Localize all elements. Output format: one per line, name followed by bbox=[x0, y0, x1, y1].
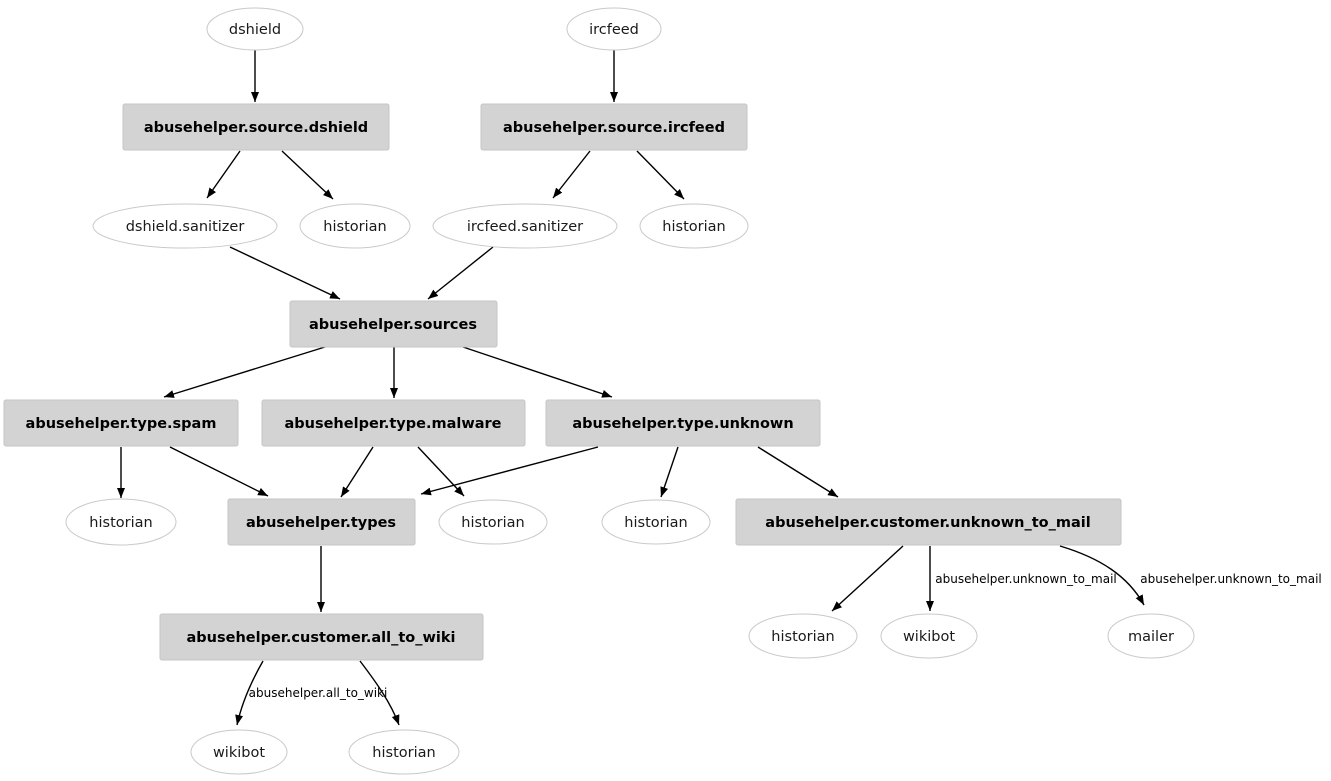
edge-type-spam-to-types bbox=[169, 446, 269, 497]
node-label: historian bbox=[624, 515, 687, 531]
edge-dshield-sanitizer-to-sources bbox=[229, 246, 341, 300]
node-historian-3: historian bbox=[65, 498, 177, 546]
node-wikibot-1: wikibot bbox=[880, 613, 978, 659]
node-label: historian bbox=[89, 515, 152, 531]
node-ircfeed: ircfeed bbox=[566, 7, 662, 51]
edge-source-ircfeed-to-ircfeed-sanitizer bbox=[552, 150, 591, 199]
node-label: abusehelper.type.spam bbox=[26, 416, 217, 432]
node-label: abusehelper.source.dshield bbox=[144, 120, 368, 136]
node-type-unknown: abusehelper.type.unknown bbox=[545, 399, 821, 447]
node-customer-all-to-wiki: abusehelper.customer.all_to_wiki bbox=[159, 613, 484, 661]
node-sources: abusehelper.sources bbox=[289, 300, 498, 348]
node-historian-6: historian bbox=[748, 613, 858, 659]
node-type-malware: abusehelper.type.malware bbox=[261, 399, 526, 447]
node-ircfeed-sanitizer: ircfeed.sanitizer bbox=[432, 203, 618, 249]
node-label: dshield.sanitizer bbox=[126, 219, 245, 235]
node-label: wikibot bbox=[903, 629, 955, 645]
node-historian-2: historian bbox=[639, 203, 749, 249]
edge-unknown-to-mail-to-historian bbox=[831, 545, 904, 612]
node-label: abusehelper.type.malware bbox=[284, 416, 501, 432]
edge-source-ircfeed-to-historian bbox=[636, 150, 685, 200]
node-historian-7: historian bbox=[348, 729, 460, 775]
node-type-spam: abusehelper.type.spam bbox=[3, 399, 239, 447]
edge-type-malware-to-historian bbox=[417, 446, 465, 497]
edge-type-malware-to-types bbox=[340, 446, 374, 498]
node-source-dshield: abusehelper.source.dshield bbox=[122, 103, 390, 151]
node-label: abusehelper.source.ircfeed bbox=[503, 120, 725, 136]
node-label: abusehelper.type.unknown bbox=[572, 416, 793, 432]
node-dshield-sanitizer: dshield.sanitizer bbox=[92, 203, 278, 249]
node-label: ircfeed.sanitizer bbox=[467, 219, 583, 235]
node-label: mailer bbox=[1128, 629, 1174, 645]
edge-all-to-wiki-to-historian bbox=[359, 660, 400, 726]
node-label: abusehelper.sources bbox=[309, 317, 477, 333]
node-historian-4: historian bbox=[438, 499, 548, 545]
node-label: ircfeed bbox=[589, 22, 639, 38]
node-label: historian bbox=[771, 629, 834, 645]
edge-sources-to-type-spam bbox=[163, 346, 326, 398]
edge-label-all-to-wiki: abusehelper.all_to_wiki bbox=[249, 686, 388, 700]
node-wikibot-2: wikibot bbox=[190, 729, 288, 775]
edge-type-unknown-to-historian bbox=[660, 446, 679, 498]
node-historian-1: historian bbox=[299, 203, 411, 249]
edge-source-dshield-to-historian bbox=[281, 150, 334, 200]
node-label: abusehelper.customer.unknown_to_mail bbox=[765, 515, 1090, 531]
edge-label-unknown-to-mail-1: abusehelper.unknown_to_mail bbox=[935, 572, 1116, 586]
node-label: historian bbox=[323, 219, 386, 235]
edge-type-unknown-to-unknown-to-mail bbox=[757, 446, 839, 498]
edge-type-unknown-to-types bbox=[420, 446, 599, 496]
edge-source-dshield-to-dshield-sanitizer bbox=[206, 150, 241, 199]
node-label: wikibot bbox=[213, 745, 265, 761]
node-mailer: mailer bbox=[1107, 613, 1195, 659]
node-source-ircfeed: abusehelper.source.ircfeed bbox=[480, 103, 748, 151]
edge-group bbox=[117, 50, 1145, 726]
node-label: historian bbox=[461, 515, 524, 531]
edge-label-unknown-to-mail-2: abusehelper.unknown_to_mail bbox=[1140, 572, 1321, 586]
node-historian-5: historian bbox=[601, 499, 711, 545]
node-label: historian bbox=[662, 219, 725, 235]
node-label: abusehelper.customer.all_to_wiki bbox=[187, 630, 456, 646]
node-label: historian bbox=[372, 745, 435, 761]
node-label: abusehelper.types bbox=[246, 515, 396, 531]
node-types: abusehelper.types bbox=[227, 498, 416, 546]
edge-sources-to-type-unknown bbox=[462, 346, 613, 398]
edge-all-to-wiki-to-wikibot bbox=[235, 660, 264, 726]
edge-ircfeed-sanitizer-to-sources bbox=[427, 246, 494, 300]
node-customer-unknown-to-mail: abusehelper.customer.unknown_to_mail bbox=[735, 498, 1122, 546]
node-label: dshield bbox=[229, 22, 281, 38]
node-dshield: dshield bbox=[206, 7, 304, 51]
edge-unknown-to-mail-to-mailer bbox=[1059, 545, 1145, 606]
